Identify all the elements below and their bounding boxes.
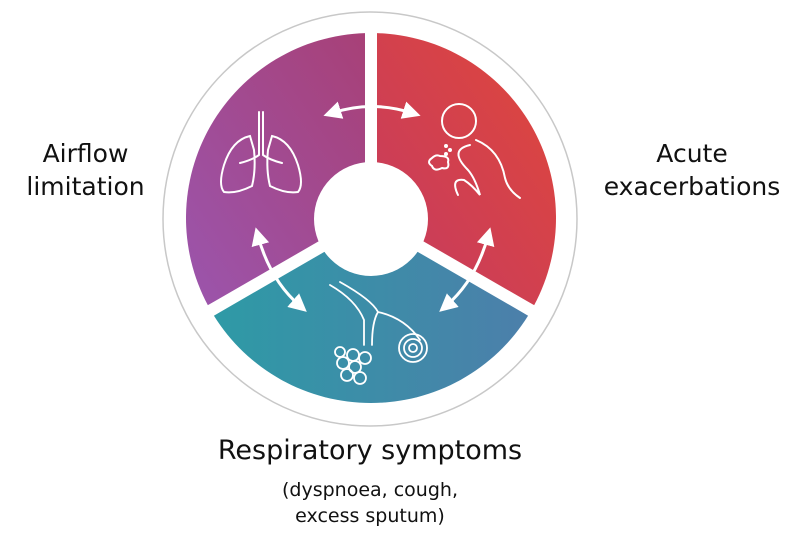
arrow-acute-respiratory [439,227,495,312]
acute-line1: Acute [656,139,728,168]
sector-respiratory-symptoms [213,218,529,403]
acute-line2: exacerbations [603,171,781,201]
label-airflow-limitation: Airflow limitation [18,138,153,203]
lungs-icon [220,111,302,194]
airflow-line2: limitation [26,171,145,201]
label-respiratory-details: (dyspnoea, cough, excess sputum) [220,478,520,529]
label-respiratory-symptoms: Respiratory symptoms [217,435,523,466]
respiratory-sub2: excess sputum) [295,504,445,527]
arrow-airflow-respiratory [251,227,307,312]
arrow-airflow-acute [323,101,421,119]
label-acute-exacerbations: Acute exacerbations [592,138,792,203]
center-hole [314,162,428,276]
coughing-person-icon [428,103,521,199]
respiratory-sub1: (dyspnoea, cough, [281,479,458,501]
airflow-line1: Airflow [42,139,129,168]
alveoli-icon [329,281,428,385]
